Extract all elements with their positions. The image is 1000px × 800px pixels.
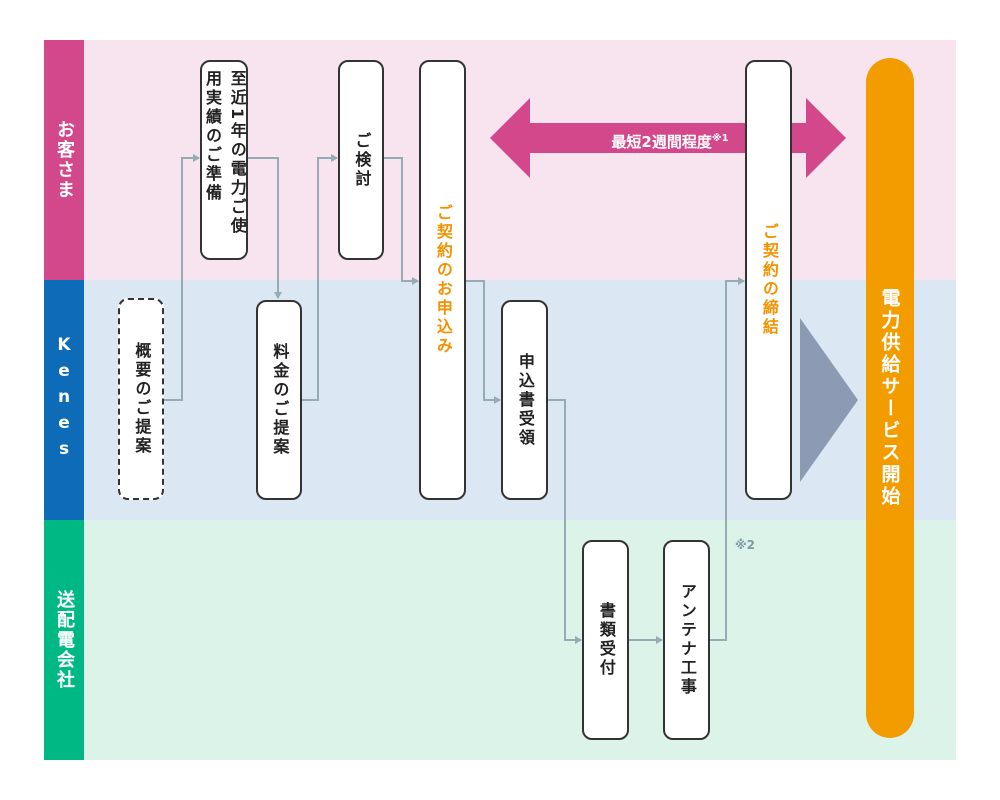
connector-price-to-consideration [302,154,338,401]
connector-antenna-to-conclusion [710,277,745,641]
duration-double-arrow [490,98,846,178]
box-proposal-overview: 概要のご提案 [118,298,164,500]
connector-application-to-receipt [466,280,501,404]
box-price-proposal: 料金のご提案 [256,300,302,500]
box-application-received: 申込書受領 [501,300,548,500]
box-application: ご契約のお申込み [419,60,466,500]
service-start-arrow [800,318,858,482]
box-documents-received: 書類受付 [582,540,629,740]
connector-consideration-to-application [384,157,419,285]
connector-receipt-to-documents [548,399,582,644]
note-2: ※2 [735,538,756,552]
lane-label-customer: お客さま [44,40,84,280]
connector-overview-to-usage [164,154,200,401]
box-consideration: ご検討 [338,60,384,260]
duration-label: 最短2週間程度※1 [611,133,729,151]
box-usage-preparation: 至近1年の電力ご使用実績のご準備 [200,60,248,260]
box-conclusion: ご契約の締結 [745,60,792,500]
box-antenna-work: アンテナ工事 [663,540,710,740]
lane-label-kenes: Kenes [44,280,84,520]
service-start-bar: 電力供給サービス開始 [866,58,914,738]
lane-utility-bg [84,520,956,760]
lane-label-utility: 送配電会社 [44,520,84,760]
connector-usage-to-price [248,157,282,299]
